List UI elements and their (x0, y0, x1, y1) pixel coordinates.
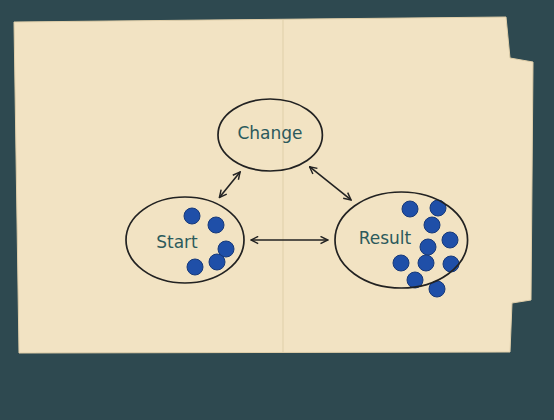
oval-node: Change (217, 98, 323, 172)
oval-node: Result (334, 191, 469, 289)
oval-outline (218, 99, 322, 171)
counter (424, 217, 440, 233)
double-arrow (251, 239, 328, 241)
double-arrow (219, 172, 240, 198)
counter (184, 208, 200, 224)
node-label: Result (359, 229, 412, 248)
counter (209, 254, 225, 270)
oval-outline (335, 192, 468, 288)
node-label: Start (156, 233, 198, 252)
manila-folder (14, 17, 533, 353)
oval-node: Start (125, 196, 245, 284)
counter (418, 255, 434, 271)
counter (442, 232, 458, 248)
counter (402, 201, 418, 217)
counter (420, 239, 436, 255)
counter (208, 217, 224, 233)
counter (187, 259, 203, 275)
folder-crease (282, 20, 283, 352)
node-label: Change (237, 124, 302, 143)
double-arrow (310, 167, 352, 200)
counter (443, 256, 459, 272)
oval-outline (126, 197, 244, 283)
counter (393, 255, 409, 271)
counters (184, 200, 459, 297)
